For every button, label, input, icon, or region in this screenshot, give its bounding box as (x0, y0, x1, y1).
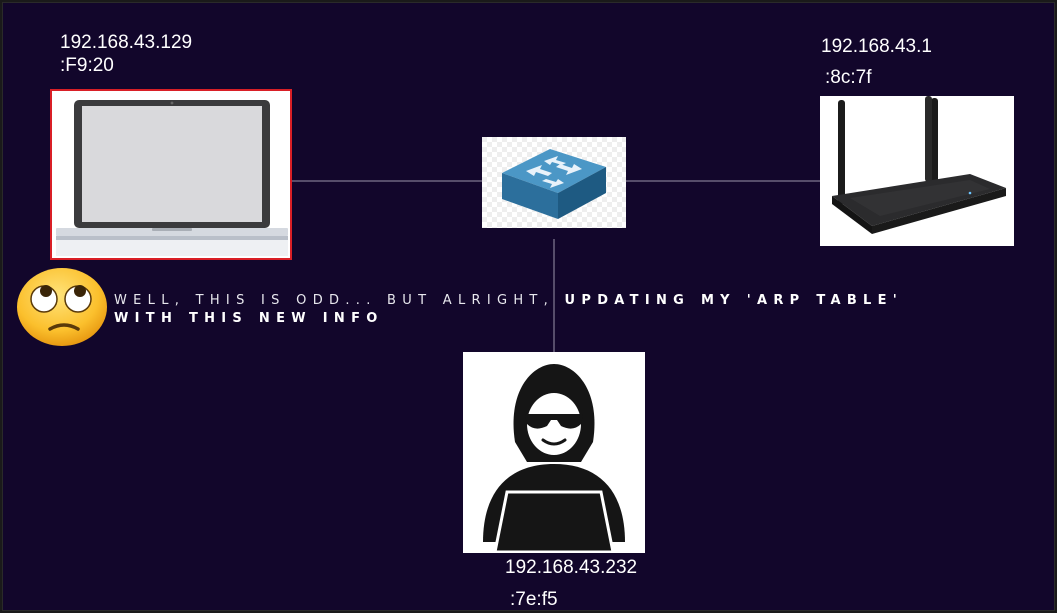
victim-node (50, 89, 292, 260)
network-switch-icon (482, 137, 626, 228)
attacker-mac-label: :7e:f5 (510, 589, 558, 610)
router-node (820, 96, 1014, 246)
caption-regular-text: WELL, THIS IS ODD... BUT ALRIGHT, (114, 293, 565, 308)
link-lines (290, 180, 821, 352)
victim-mac-label: :F9:20 (60, 55, 114, 76)
laptop-icon (52, 91, 290, 258)
attacker-caption: WELL, THIS IS ODD... BUT ALRIGHT, UPDATI… (114, 292, 903, 328)
attacker-ip-label: 192.168.43.232 (505, 557, 638, 578)
router-mac-label: :8c:7f (825, 67, 872, 88)
caption-bold-text: UPDATING MY 'ARP TABLE' (564, 293, 904, 308)
attacker-node (463, 352, 645, 553)
router-ip-label: 192.168.43.1 (821, 36, 932, 57)
hacker-icon (463, 352, 645, 553)
caption-bold-text-2: WITH THIS NEW INFO (114, 311, 384, 326)
wifi-router-icon (820, 96, 1014, 246)
caption-line-1: WELL, THIS IS ODD... BUT ALRIGHT, UPDATI… (114, 292, 903, 310)
switch-node (482, 137, 626, 228)
caption-line-2: WITH THIS NEW INFO (114, 310, 903, 328)
victim-ip-label: 192.168.43.129 (60, 32, 193, 53)
face-with-rolling-eyes-icon (17, 268, 107, 346)
